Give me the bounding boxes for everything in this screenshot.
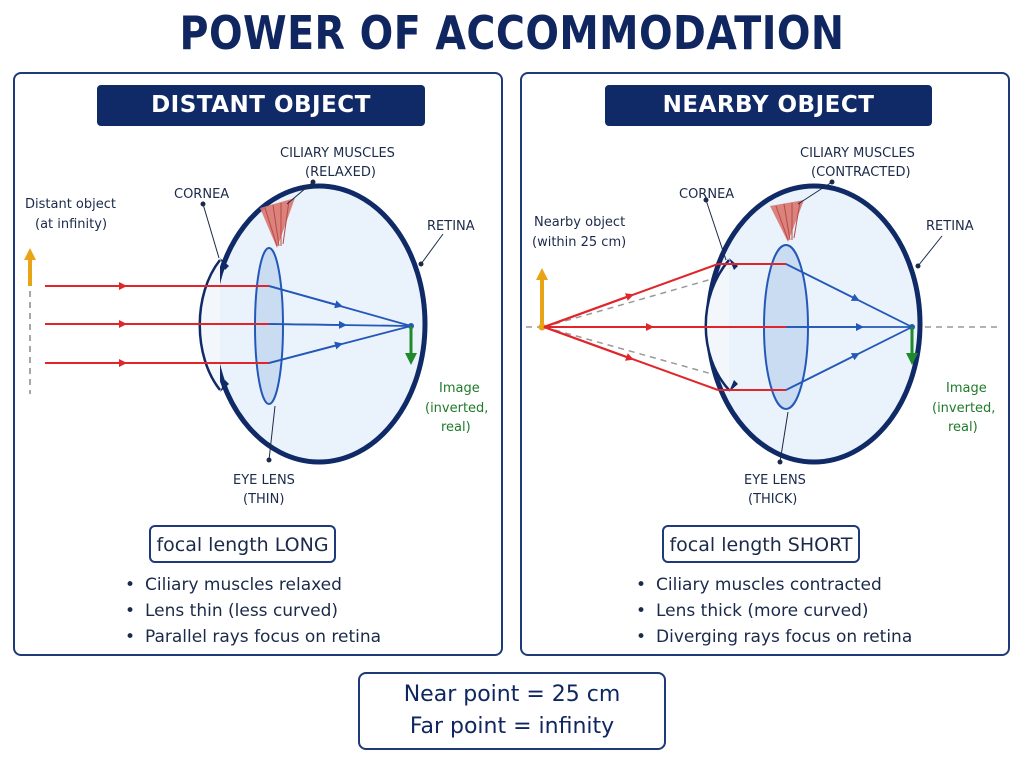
image-label-real: real) xyxy=(441,420,471,435)
eye-lens-thin xyxy=(254,247,284,405)
distant-object-sublabel: (at infinity) xyxy=(35,217,107,232)
image-label: Image xyxy=(439,381,480,396)
nearby-eye-diagram: Nearby object (within 25 cm) CORNEA CILI… xyxy=(526,146,1000,507)
retina-label: RETINA xyxy=(427,219,475,234)
near-far-point-box: Near point = 25 cm Far point = infinity xyxy=(358,672,666,750)
ciliary-muscles-label: CILIARY MUSCLES xyxy=(800,146,915,161)
list-item: Parallel rays focus on retina xyxy=(125,624,381,650)
distant-eye-diagram: Distant object (at infinity) CORNEA CILI… xyxy=(24,146,488,507)
image-label: Image xyxy=(946,381,987,396)
eye-lens-label: EYE LENS xyxy=(744,473,806,488)
nearby-panel-header: NEARBY OBJECT xyxy=(605,85,932,126)
eyeball xyxy=(705,183,923,465)
distant-panel-header: DISTANT OBJECT xyxy=(97,85,425,126)
list-item: Lens thick (more curved) xyxy=(636,598,912,624)
nearby-bullet-list: Ciliary muscles contracted Lens thick (m… xyxy=(636,572,912,650)
distant-bullet-list: Ciliary muscles relaxed Lens thin (less … xyxy=(125,572,381,650)
cornea-label: CORNEA xyxy=(174,187,229,202)
image-label-real: real) xyxy=(948,420,978,435)
near-point-text: Near point = 25 cm xyxy=(403,682,621,707)
focal-length-box: focal length LONG xyxy=(149,525,336,563)
distant-object-panel: DISTANT OBJECT xyxy=(13,72,503,656)
list-item: Diverging rays focus on retina xyxy=(636,624,912,650)
image-label-inverted: (inverted, xyxy=(932,401,995,416)
image-label-inverted: (inverted, xyxy=(425,401,488,416)
nearby-object-sublabel: (within 25 cm) xyxy=(532,235,626,250)
list-item: Ciliary muscles contracted xyxy=(636,572,912,598)
far-point-text: Far point = infinity xyxy=(409,714,615,739)
distant-object-label: Distant object xyxy=(25,197,116,212)
cornea-shape xyxy=(704,259,730,391)
eye-lens-label: EYE LENS xyxy=(233,473,295,488)
retina-label: RETINA xyxy=(926,219,974,234)
list-item: Lens thin (less curved) xyxy=(125,598,381,624)
cornea-label: CORNEA xyxy=(679,187,734,202)
focal-length-box: focal length SHORT xyxy=(662,525,860,563)
eye-lens-state: (THICK) xyxy=(748,492,797,507)
list-item: Ciliary muscles relaxed xyxy=(125,572,381,598)
nearby-object-panel: NEARBY OBJECT xyxy=(520,72,1010,656)
nearby-object-label: Nearby object xyxy=(534,215,625,230)
page-title: POWER OF ACCOMMODATION xyxy=(179,6,845,60)
ciliary-muscles-state: (RELAXED) xyxy=(305,165,376,180)
ciliary-muscle xyxy=(260,198,295,248)
ciliary-muscles-label: CILIARY MUSCLES xyxy=(280,146,395,161)
ciliary-muscles-state: (CONTRACTED) xyxy=(811,165,911,180)
eye-lens-state: (THIN) xyxy=(243,492,284,507)
